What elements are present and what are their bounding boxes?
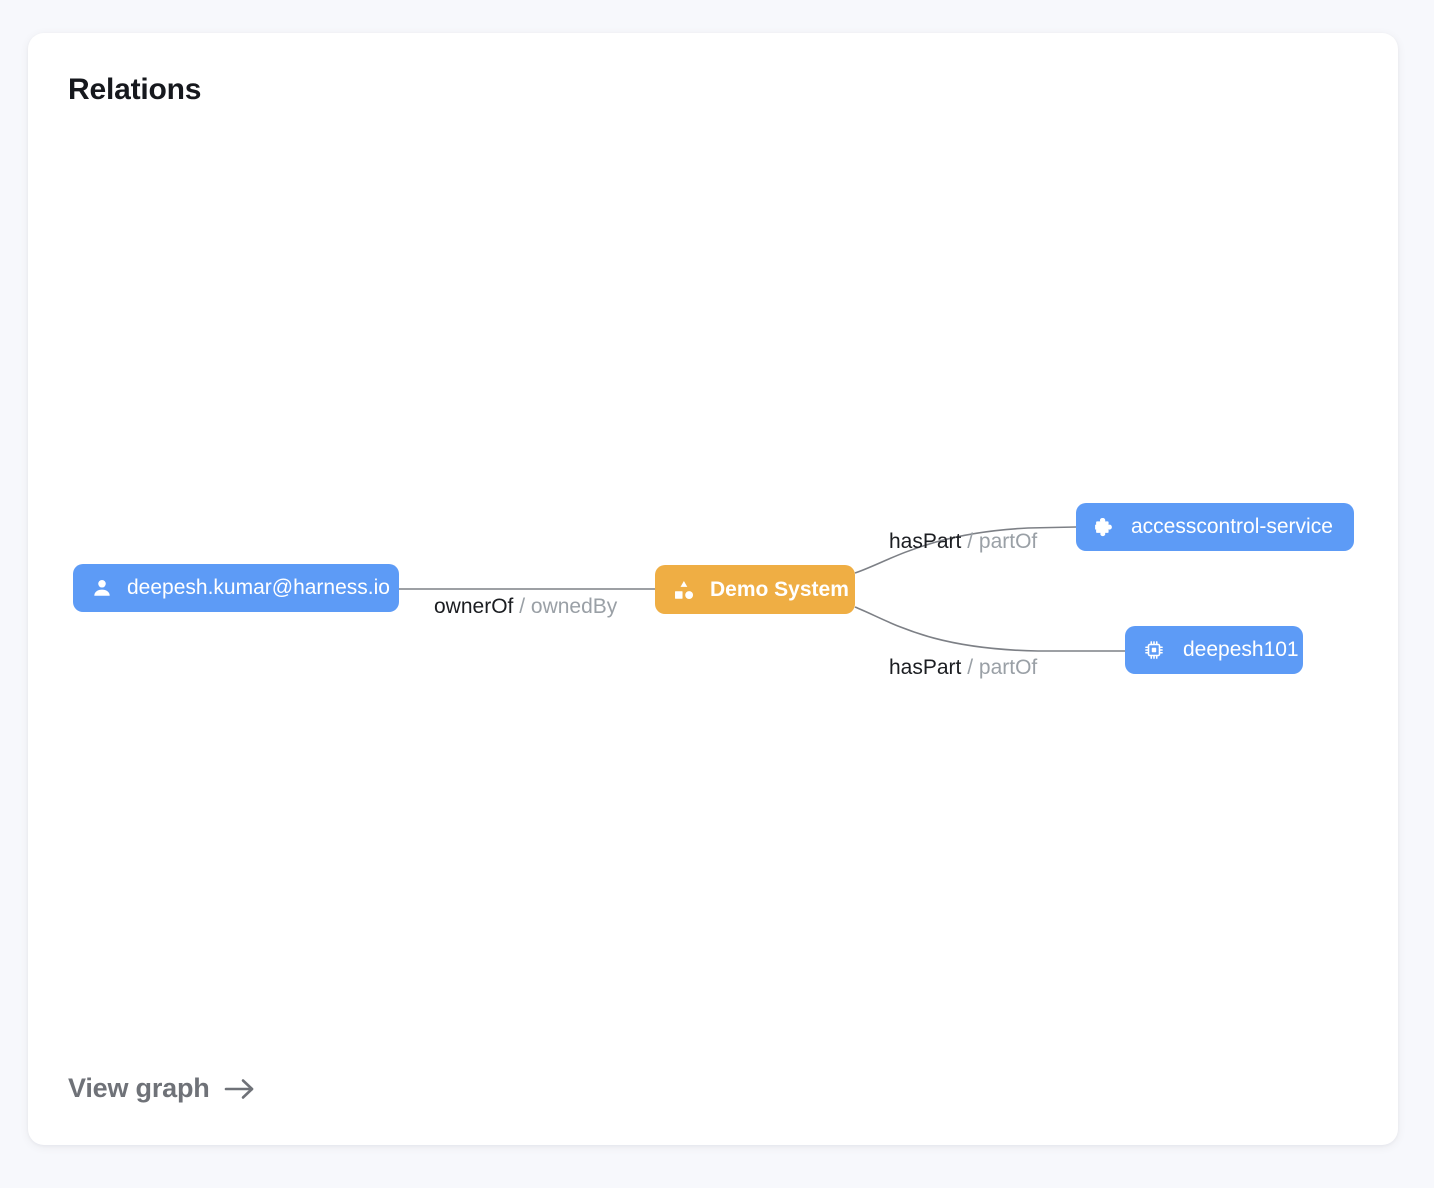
graph-node-resource[interactable]: deepesh101	[1125, 626, 1303, 674]
graph-node-label: deepesh.kumar@harness.io	[127, 576, 390, 599]
edge-has-part-resource	[854, 606, 1125, 652]
view-graph-label: View graph	[68, 1073, 210, 1103]
edge-label-forward: hasPart	[889, 656, 962, 679]
edge-label-has-part-resource: hasPart / partOf	[889, 656, 1037, 680]
edge-label-separator: /	[519, 595, 526, 618]
graph-node-user[interactable]: deepesh.kumar@harness.io	[73, 564, 399, 612]
edge-label-forward: ownerOf	[434, 595, 514, 618]
edge-label-separator: /	[967, 656, 974, 679]
edge-label-reverse: partOf	[978, 656, 1038, 679]
graph-node-component[interactable]: accesscontrol-service	[1076, 503, 1354, 551]
arrow-right-icon	[224, 1076, 256, 1102]
edge-label-forward: hasPart	[889, 530, 962, 553]
chip-icon	[1143, 639, 1165, 661]
puzzle-piece-icon	[1094, 516, 1116, 538]
relations-card: Relations deepesh.kumar@harness.io	[28, 33, 1398, 1145]
person-icon	[91, 577, 113, 599]
shapes-icon	[673, 579, 695, 601]
relations-graph: deepesh.kumar@harness.io Demo System acc…	[28, 33, 1398, 1145]
graph-node-system[interactable]: Demo System	[655, 565, 855, 614]
edge-label-reverse: partOf	[978, 530, 1038, 553]
edge-label-owner-of: ownerOf / ownedBy	[434, 595, 617, 619]
graph-node-label: deepesh101	[1183, 638, 1299, 661]
edge-label-reverse: ownedBy	[530, 595, 618, 618]
page-title: Relations	[68, 73, 202, 106]
graph-node-label: accesscontrol-service	[1131, 515, 1333, 538]
edge-label-separator: /	[967, 530, 974, 553]
graph-node-label: Demo System	[710, 577, 849, 601]
edge-label-has-part-component: hasPart / partOf	[889, 530, 1037, 554]
view-graph-link[interactable]: View graph	[68, 1073, 256, 1104]
